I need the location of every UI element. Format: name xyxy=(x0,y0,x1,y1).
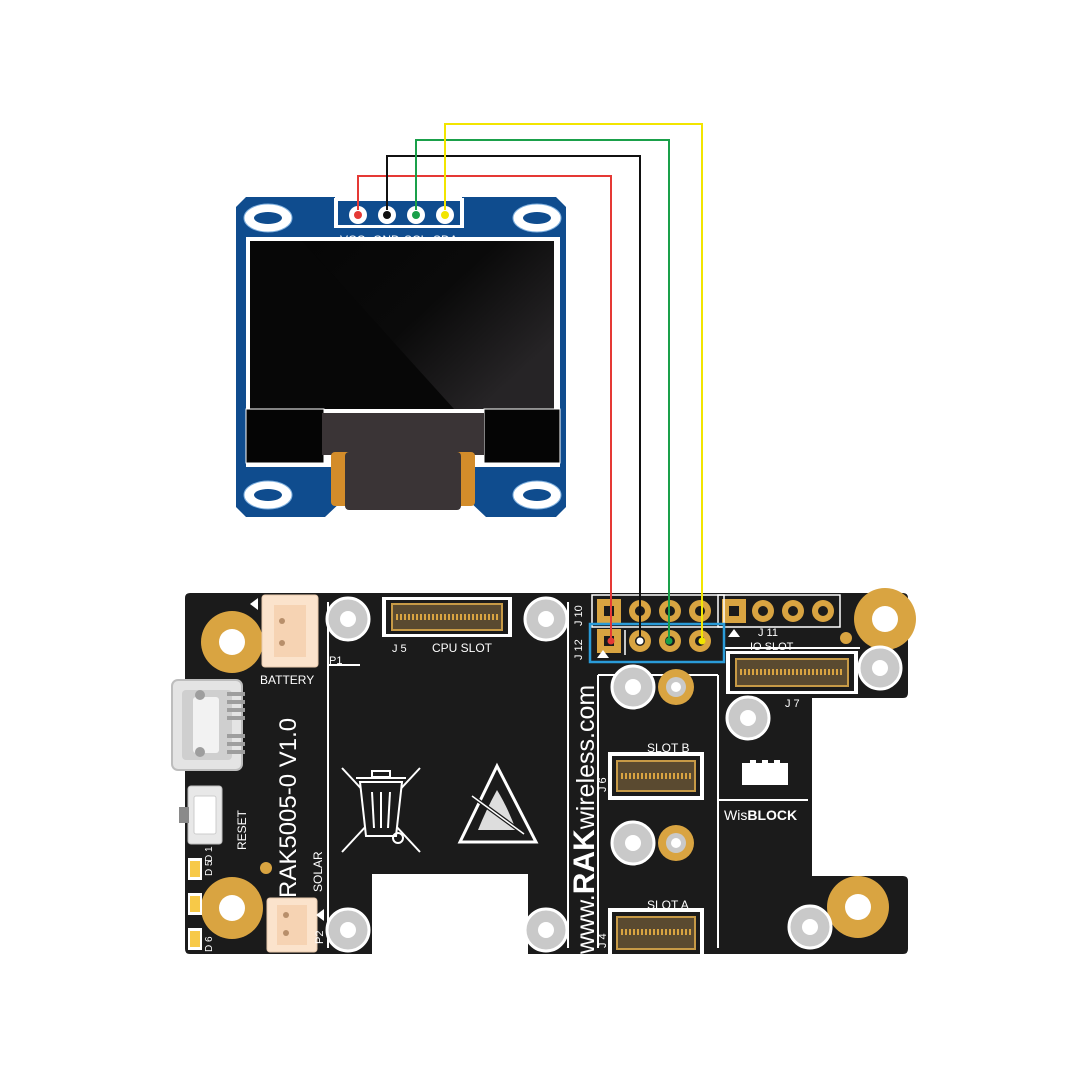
label-j12: J 12 xyxy=(573,639,585,660)
cpu-slot-connector xyxy=(382,597,512,637)
silkscreen-lines xyxy=(327,602,860,948)
label-d1: D 1 xyxy=(204,846,215,862)
mounting-holes xyxy=(201,588,916,939)
wire-scl xyxy=(415,139,670,641)
wire-sda xyxy=(444,123,703,641)
label-cpu-slot: CPU SLOT xyxy=(432,641,493,655)
oled-flex-cable xyxy=(331,452,475,510)
slot-b-connector xyxy=(608,752,704,800)
label-d5: D 5 xyxy=(204,860,215,876)
label-battery: BATTERY xyxy=(260,673,314,687)
usb-port xyxy=(171,679,245,771)
esd-warning-icon xyxy=(457,762,539,844)
url-prefix: www. xyxy=(572,894,600,955)
label-url: www.RAKwireless.com xyxy=(568,685,601,955)
label-j10: J 10 xyxy=(573,605,585,626)
weee-recycle-icon xyxy=(341,767,421,853)
wisblock-suffix: BLOCK xyxy=(747,807,797,823)
url-suffix: wireless.com xyxy=(572,685,600,830)
wires xyxy=(357,123,703,641)
slot-a-connector xyxy=(608,908,704,954)
url-brand: RAK xyxy=(568,829,601,894)
label-j11: J 11 xyxy=(758,627,778,639)
wire-vcc xyxy=(357,175,612,641)
label-solar: SOLAR xyxy=(311,851,325,892)
io-slot-connector xyxy=(726,651,858,694)
label-slot-b: SLOT B xyxy=(647,741,689,755)
label-j5: J 5 xyxy=(392,643,407,655)
standoffs xyxy=(325,596,903,953)
solar-connector xyxy=(266,897,324,953)
j12-highlight xyxy=(588,622,726,664)
label-p1: P1 xyxy=(329,655,342,667)
wire-gnd xyxy=(386,155,641,641)
reset-button xyxy=(179,785,223,845)
label-j4: J 4 xyxy=(597,933,609,948)
label-reset: RESET xyxy=(235,809,249,850)
label-j7: J 7 xyxy=(785,698,800,710)
label-p2: P2 xyxy=(314,931,326,944)
status-leds xyxy=(188,858,202,950)
oled-header-pins xyxy=(349,206,454,224)
label-model: RAK5005-0 V1.0 xyxy=(275,718,302,898)
battery-connector xyxy=(250,594,319,668)
wisblock-header xyxy=(742,760,788,785)
label-io-slot: IO SLOT xyxy=(750,641,794,653)
label-j6: J 6 xyxy=(597,777,609,792)
label-d6: D 6 xyxy=(204,936,215,952)
label-slot-a: SLOT A xyxy=(647,898,689,912)
wisblock-prefix: Wis xyxy=(724,807,747,823)
wire-endpoints xyxy=(607,637,706,645)
oled-module: VCC GND SCL SDA xyxy=(236,197,566,517)
rak5005-board: BATTERY P1 J 5 CPU SLOT J 11 IO SLOT J 7… xyxy=(171,588,916,955)
label-wisblock: WisBLOCK xyxy=(724,807,797,823)
